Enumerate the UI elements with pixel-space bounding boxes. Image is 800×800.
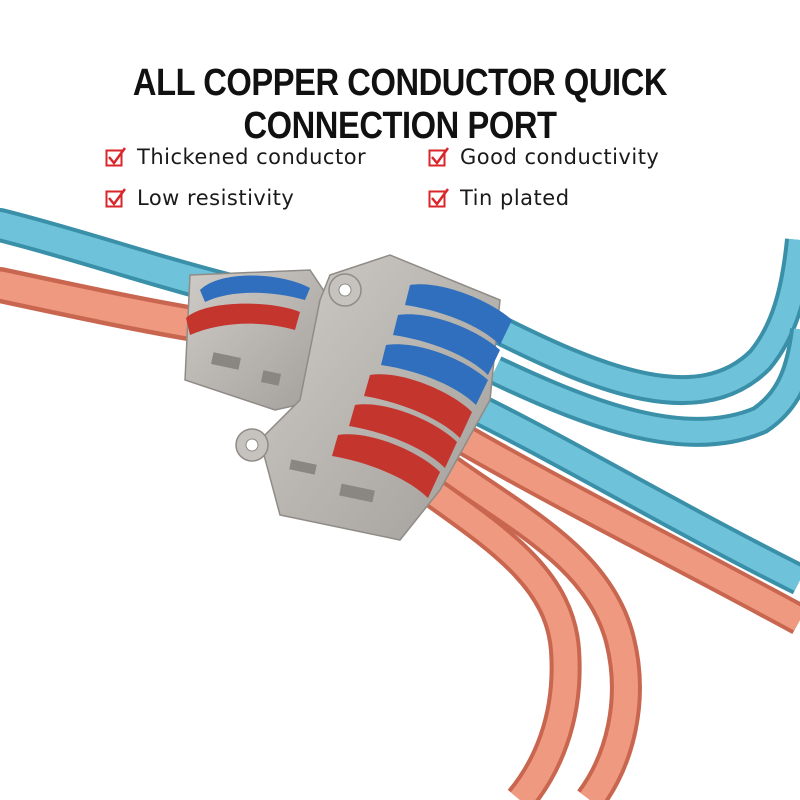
left-orange-wire [0, 267, 218, 343]
checkbox-checked-icon [105, 147, 127, 167]
checkbox-checked-icon [428, 147, 450, 167]
feature-label: Good conductivity [460, 145, 660, 169]
feature-item-good-conductivity: Good conductivity [428, 145, 659, 169]
blue-levers [200, 275, 512, 405]
right-blue-wires [472, 238, 800, 595]
feature-label: Low resistivity [137, 186, 295, 210]
feature-item-low-resistivity: Low resistivity [105, 186, 294, 210]
page-title: ALL COPPER CONDUCTOR QUICK CONNECTION PO… [132, 62, 668, 147]
feature-item-thickened-conductor: Thickened conductor [105, 145, 366, 169]
right-orange-wires [420, 426, 800, 800]
checkbox-checked-icon [428, 188, 450, 208]
feature-label: Tin plated [460, 186, 570, 210]
red-levers [186, 303, 472, 498]
checkbox-checked-icon [105, 188, 127, 208]
feature-label: Thickened conductor [137, 145, 367, 169]
feature-item-tin-plated: Tin plated [428, 186, 570, 210]
